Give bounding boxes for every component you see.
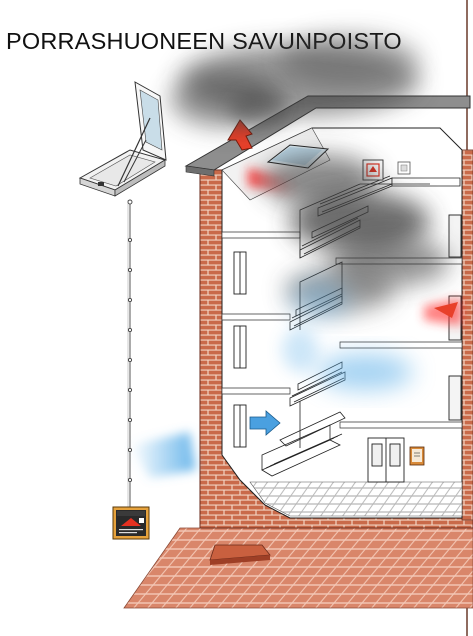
entrance-step (209, 544, 271, 565)
smoke-hatch-icon (78, 81, 167, 197)
smoke-clouds (170, 34, 450, 312)
ground-floor-tiles (123, 527, 473, 609)
control-panel-icon (112, 506, 150, 540)
air-inflow-arrow-icon (249, 410, 281, 436)
fresh-air-flows (130, 280, 413, 478)
notice-board (409, 446, 425, 466)
apartment-doors (367, 214, 462, 483)
windows (233, 251, 247, 448)
control-cable (127, 199, 133, 508)
